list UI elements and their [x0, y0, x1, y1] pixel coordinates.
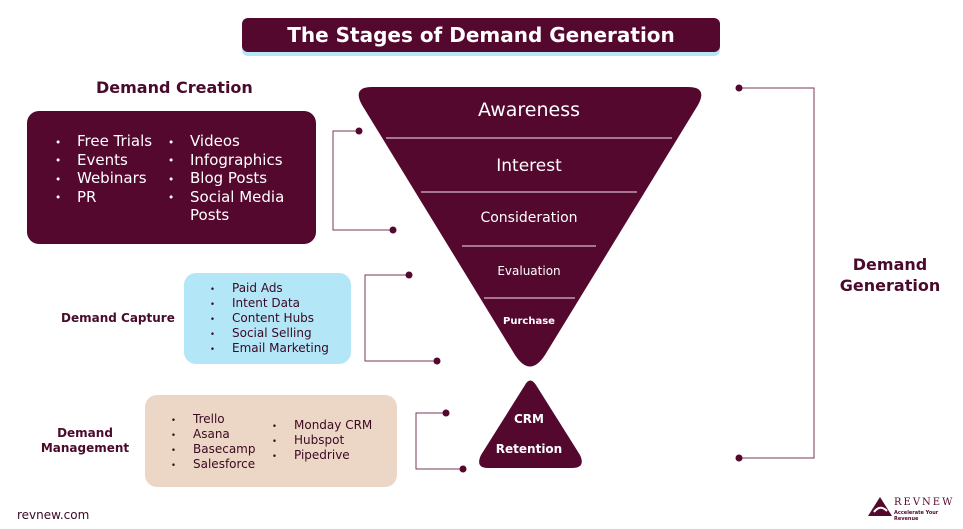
- stage-purchase: Purchase: [503, 316, 555, 327]
- list-item: Salesforce: [171, 457, 255, 473]
- stage-evaluation: Evaluation: [497, 264, 561, 278]
- demand-capture-box: Paid Ads Intent Data Content Hubs Social…: [184, 273, 351, 364]
- list-item: Free Trials: [55, 132, 152, 152]
- stage-interest: Interest: [496, 156, 562, 176]
- demand-capture-list: Paid Ads Intent Data Content Hubs Social…: [210, 281, 329, 357]
- list-item: PR: [55, 188, 152, 208]
- list-item: Content Hubs: [210, 311, 329, 327]
- list-item: Webinars: [55, 169, 152, 189]
- list-item: Pipedrive: [272, 448, 372, 464]
- list-item: Blog Posts: [168, 169, 308, 189]
- connector-dots: [355, 84, 743, 473]
- demand-management-list-2: Monday CRM Hubspot Pipedrive: [272, 418, 372, 464]
- demand-management-heading: Demand Management: [40, 426, 130, 455]
- stage-retention: Retention: [495, 442, 563, 456]
- list-item: Events: [55, 151, 152, 171]
- demand-management-list-1: Trello Asana Basecamp Salesforce: [171, 412, 255, 473]
- demand-management-box: Trello Asana Basecamp Salesforce Monday …: [145, 395, 397, 487]
- list-item: Videos: [168, 132, 308, 152]
- list-item: Trello: [171, 412, 255, 428]
- bottom-triangle: [479, 380, 582, 468]
- connectors: [332, 87, 815, 470]
- list-item: Asana: [171, 427, 255, 443]
- funnel-shape: [358, 87, 702, 367]
- list-item: Hubspot: [272, 433, 372, 449]
- demand-generation-label: Demand Generation: [839, 255, 941, 295]
- list-item: Social Selling: [210, 326, 329, 342]
- site-url: revnew.com: [17, 508, 90, 522]
- list-item: Intent Data: [210, 296, 329, 312]
- demand-creation-box: Free Trials Events Webinars PR Videos In…: [27, 111, 316, 244]
- demand-capture-heading: Demand Capture: [61, 311, 175, 325]
- list-item: Monday CRM: [272, 418, 372, 434]
- logo-tagline: Accelerate Your Revenue: [894, 510, 939, 522]
- revnew-logo-icon: [868, 497, 892, 516]
- stage-awareness: Awareness: [477, 99, 581, 121]
- demand-creation-heading: Demand Creation: [96, 78, 253, 97]
- list-item: Social Media Posts: [168, 188, 308, 225]
- list-item: Paid Ads: [210, 281, 329, 297]
- demand-creation-list-2: Videos Infographics Blog Posts Social Me…: [168, 132, 308, 225]
- list-item: Basecamp: [171, 442, 255, 458]
- page-title: The Stages of Demand Generation: [242, 18, 720, 52]
- list-item: Email Marketing: [210, 341, 329, 357]
- stage-crm: CRM: [514, 412, 544, 426]
- stage-consideration: Consideration: [480, 210, 578, 226]
- list-item: Infographics: [168, 151, 308, 171]
- logo-name: REVNEW: [894, 497, 955, 508]
- demand-creation-list-1: Free Trials Events Webinars PR: [55, 132, 152, 208]
